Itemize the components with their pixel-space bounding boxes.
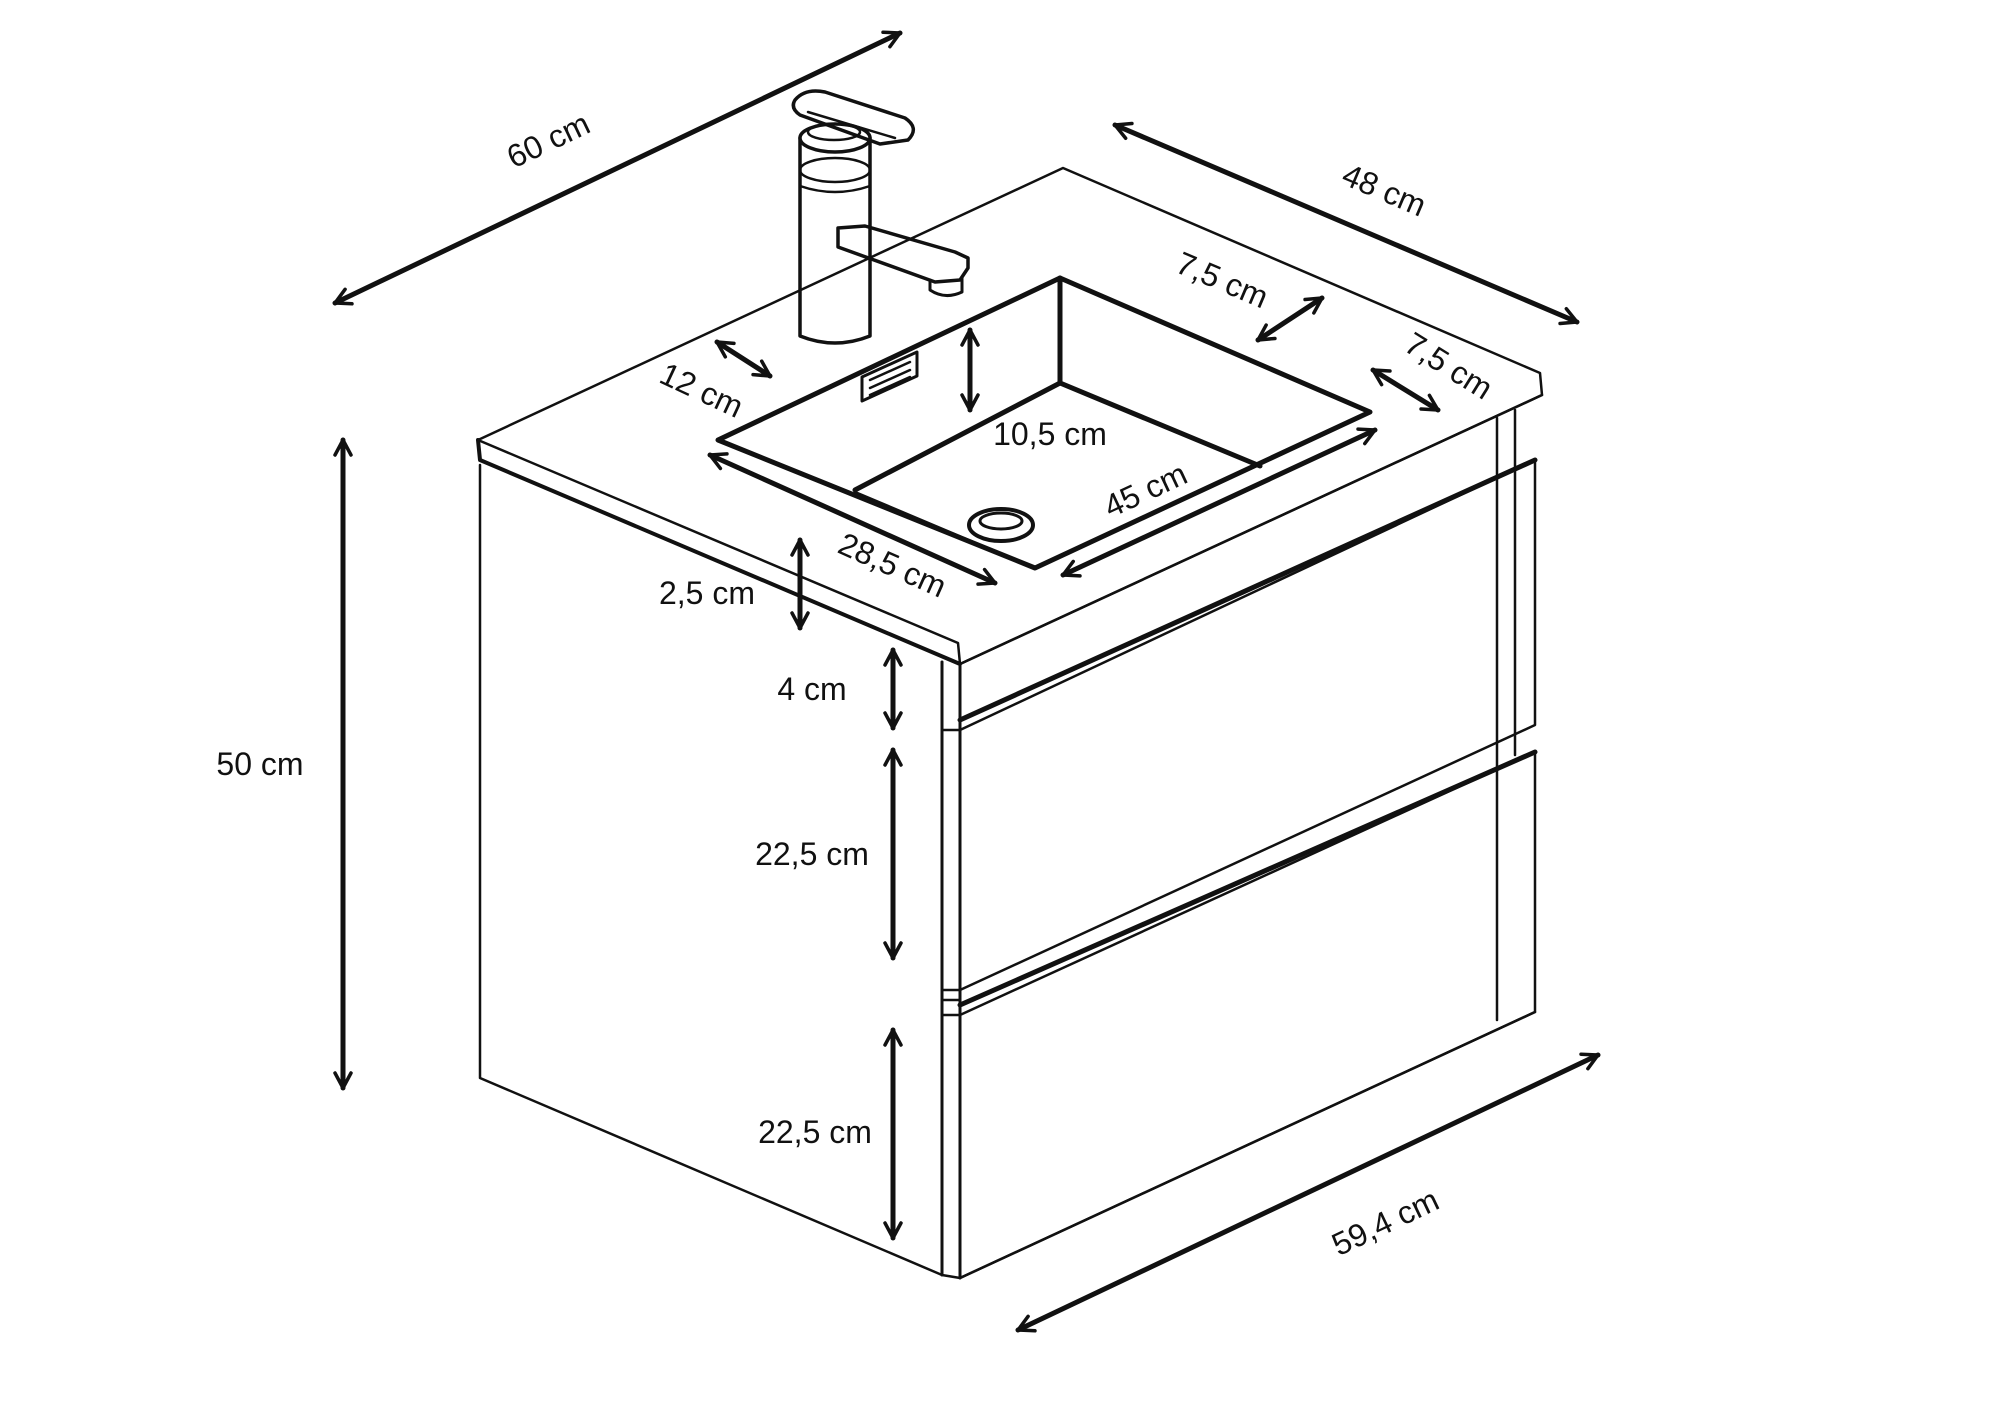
overflow-slot-icon bbox=[860, 350, 919, 403]
arrow-back-margin bbox=[1255, 295, 1325, 343]
arrow-basin-length bbox=[707, 452, 998, 586]
label-depth-top: 48 cm bbox=[1337, 156, 1431, 223]
arrow-width-top bbox=[332, 30, 903, 306]
cabinet-back-edge bbox=[1495, 408, 1517, 1022]
drawer-upper-top-edge bbox=[957, 457, 1538, 723]
cabinet-front-edge bbox=[940, 660, 962, 1280]
arrow-basin-width bbox=[1060, 427, 1378, 578]
drawer-lower-top-edge bbox=[957, 749, 1538, 1008]
label-height-total: 50 cm bbox=[216, 746, 303, 782]
drawer-lower bbox=[940, 749, 1538, 1280]
arrow-width-bottom bbox=[1015, 1052, 1601, 1333]
label-basin-depth: 10,5 cm bbox=[993, 416, 1107, 452]
label-width-top: 60 cm bbox=[501, 105, 595, 175]
label-drawer-upper: 22,5 cm bbox=[755, 836, 869, 872]
drawer-lower-front bbox=[958, 750, 1537, 1280]
arrow-side-margin bbox=[1370, 367, 1441, 413]
drawer-gap-line bbox=[940, 988, 962, 1017]
dimension-labels: 60 cm 48 cm 50 cm 59,4 cm 12 cm 7,5 cm 7… bbox=[216, 105, 1499, 1263]
arrow-depth-top bbox=[1112, 121, 1580, 326]
faucet-spout bbox=[836, 224, 970, 284]
arrow-front-margin bbox=[714, 339, 773, 379]
label-gap: 4 cm bbox=[777, 671, 846, 707]
drain-icon bbox=[967, 507, 1035, 543]
label-front-margin: 12 cm bbox=[655, 355, 749, 424]
label-top-thickness: 2,5 cm bbox=[659, 575, 755, 611]
label-back-margin: 7,5 cm bbox=[1171, 245, 1273, 316]
drawer-upper-front bbox=[958, 458, 1537, 992]
label-drawer-lower: 22,5 cm bbox=[758, 1114, 872, 1150]
faucet-icon bbox=[791, 89, 970, 345]
faucet-body bbox=[798, 136, 872, 345]
drawer-upper bbox=[940, 457, 1538, 992]
dimension-arrows bbox=[332, 30, 1601, 1333]
label-width-bottom: 59,4 cm bbox=[1326, 1181, 1444, 1262]
